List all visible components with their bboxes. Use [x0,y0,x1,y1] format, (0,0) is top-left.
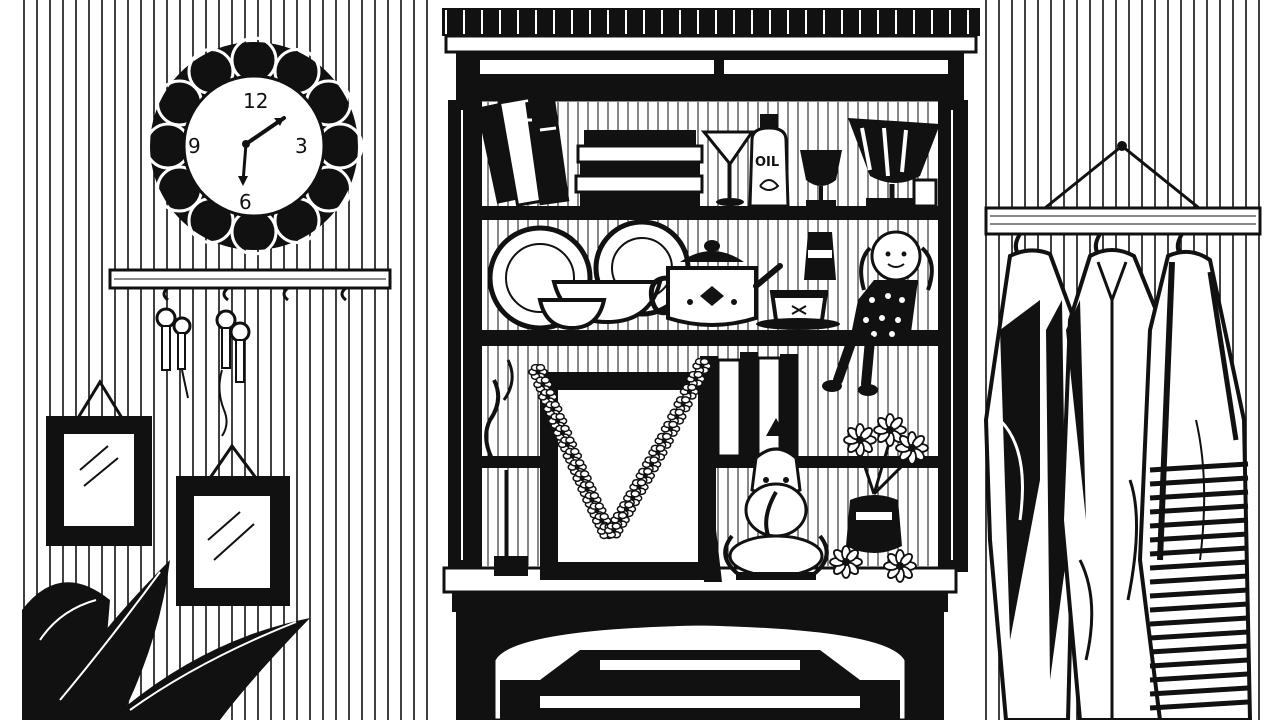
clock-numeral-12: 12 [243,89,268,113]
small-vase-bottle [804,232,836,280]
wall-clock: 12 3 6 9 [144,36,364,256]
framed-portrait-with-garland [528,357,722,582]
house-plant [22,560,310,720]
tea-kettle [648,240,783,327]
oil-bottle-label: OIL [755,155,779,170]
framed-mirror-left [46,379,152,546]
clock-minute-hand [241,142,248,184]
key-hook [162,286,169,302]
incense-stick [484,359,528,576]
framed-mirror-right [176,443,290,606]
ganesha-idol [723,418,829,580]
hanging-shirt-middle [1059,248,1167,720]
serving-bowls [537,280,663,331]
coat-rack [984,141,1262,262]
clock-numeral-3: 3 [295,134,308,158]
martini-glass [700,130,755,206]
key-bunch-left [155,307,192,399]
shelf-top [480,206,940,220]
key-hook [340,286,347,302]
clock-numeral-6: 6 [239,190,252,214]
key-bunch-right [215,309,251,437]
shelf-middle [478,330,940,346]
hanging-shawl-right [1137,249,1253,720]
key-hook [222,286,229,302]
book-stack-tilted [476,95,570,208]
oil-bottle: OIL [748,114,790,208]
book-stack-flat [574,130,704,206]
clock-numeral-9: 9 [188,134,201,158]
rag-doll [822,230,934,396]
key-hook [282,286,289,302]
trophy-cups [800,118,940,208]
hanging-coat-left [983,248,1081,720]
teacup-and-saucer [756,290,840,330]
key-rack [108,268,392,437]
flower-garland [528,357,712,540]
flower-vase [829,413,929,583]
